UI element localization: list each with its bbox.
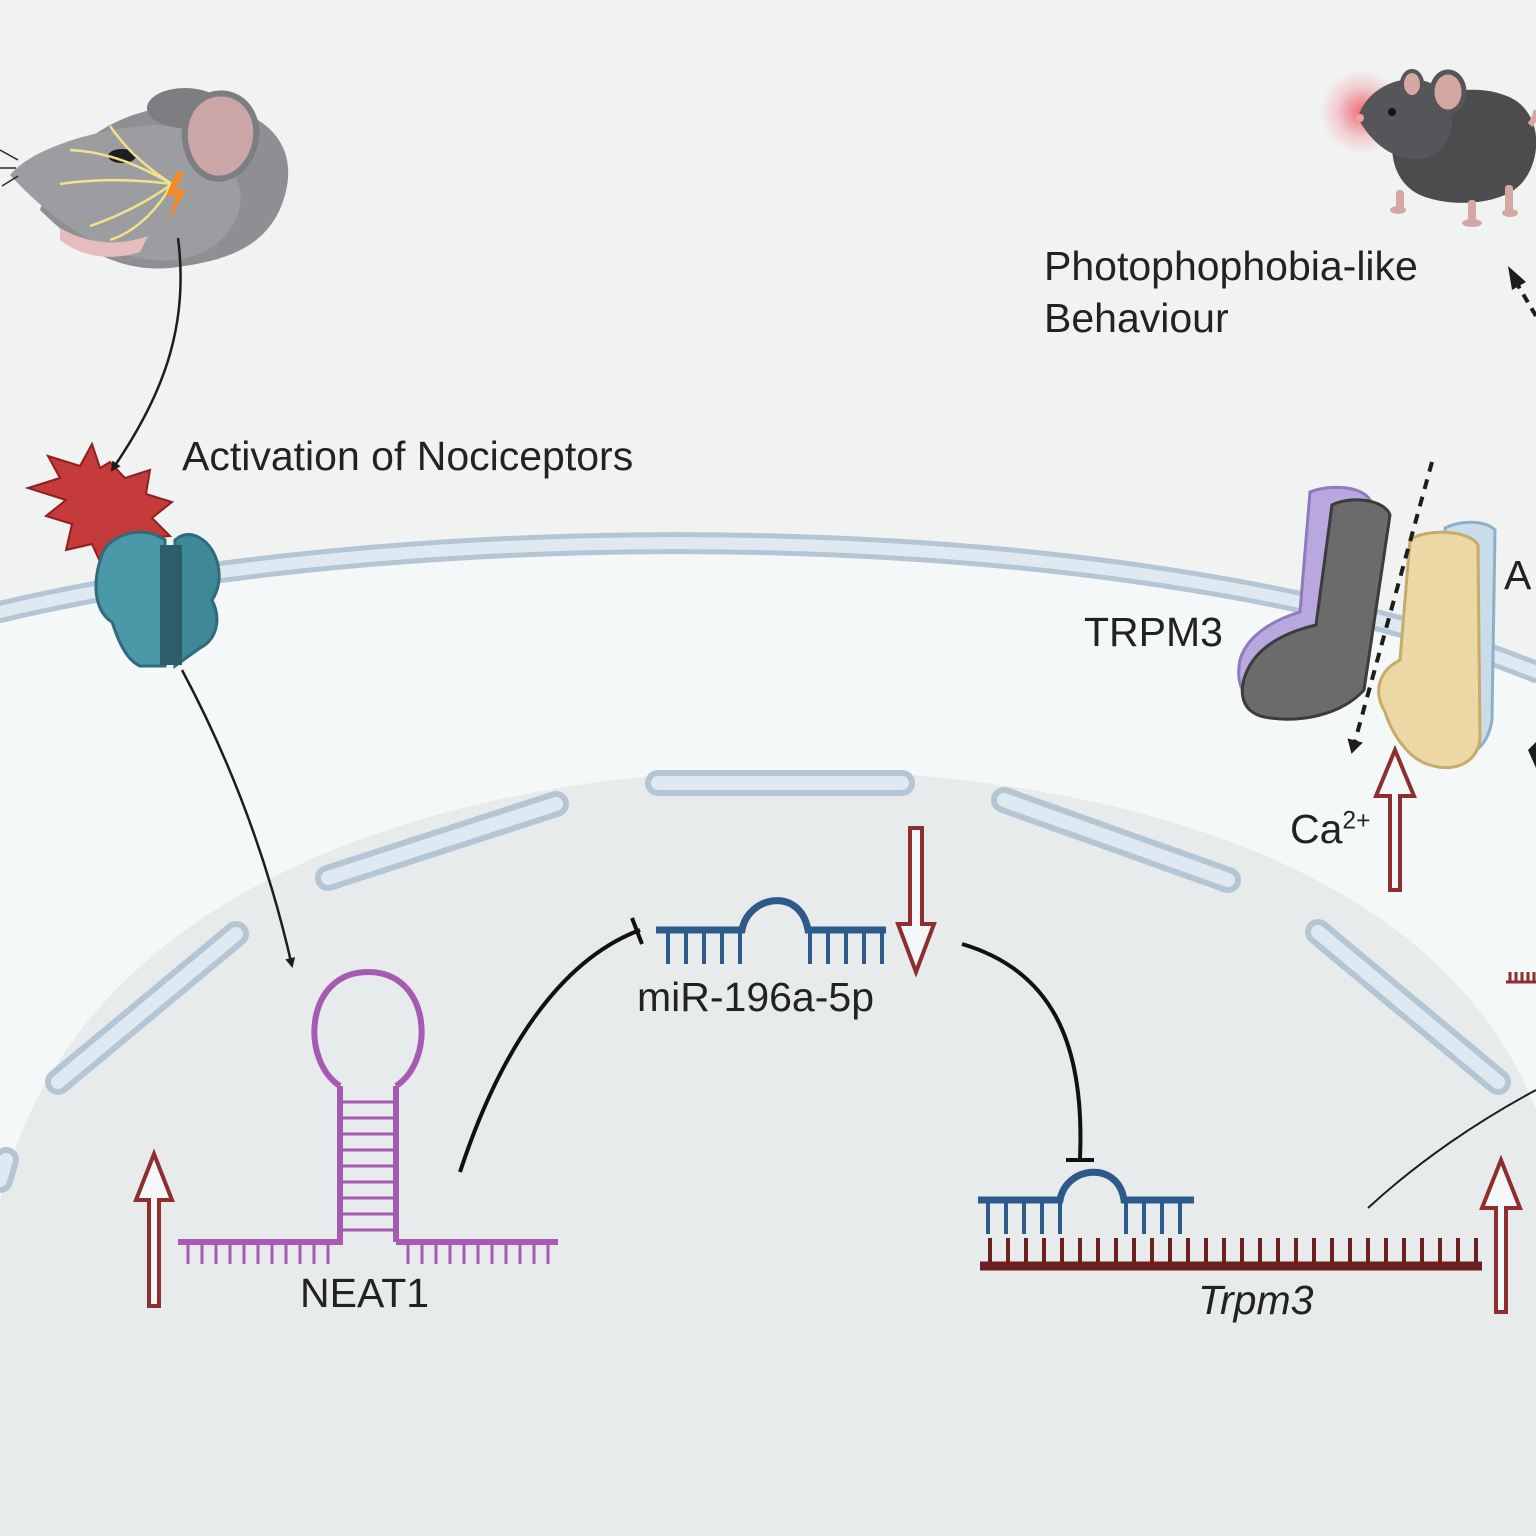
channel-to-nucleus-arrow (180, 669, 296, 968)
calcium-symbol: Ca (1290, 806, 1343, 852)
trpm3-mrna-label: Trpm3 (1198, 1277, 1314, 1323)
calcium-label: Ca2+ (1290, 805, 1370, 854)
mirna-label: miR-196a-5p (637, 974, 874, 1020)
trpm3-mrna-icon (978, 1168, 1482, 1271)
mouse-photophobia-icon (1320, 69, 1536, 227)
neat1-up-arrow (133, 1148, 175, 1308)
mouse-head-pain-icon (0, 88, 289, 269)
calcium-flux-arrow (1347, 461, 1434, 754)
calcium-charge: 2+ (1342, 807, 1371, 835)
ion-channel-icon (94, 530, 221, 669)
head-to-nociceptor-arrow (110, 237, 182, 472)
trpa-channel-label: A (1504, 552, 1532, 598)
neat1-inhibition-bar (630, 917, 644, 945)
mirna-inhibition-arc (961, 942, 1083, 1159)
trpm3-to-channel-line (1367, 1089, 1536, 1209)
nuclear-envelope (0, 770, 1511, 1193)
behaviour-label-line1: Photophophobia-like (1044, 243, 1418, 289)
mirna-icon (656, 897, 886, 964)
behaviour-label-line2: Behaviour (1044, 295, 1229, 341)
calcium-up-arrow (1373, 744, 1417, 892)
behaviour-dashed-arrow (1508, 266, 1536, 768)
trpa-channel-icon (1377, 520, 1497, 770)
trpm3-channel-icon (1237, 485, 1392, 721)
nucleus (0, 770, 1536, 1536)
trpm3-channel-label: TRPM3 (1084, 609, 1223, 655)
neat1-lncrna-icon (178, 968, 558, 1264)
nociceptor-activation-label: Activation of Nociceptors (182, 433, 634, 479)
mirna-down-arrow (895, 826, 937, 978)
neat1-label: NEAT1 (300, 1270, 430, 1316)
neat1-inhibition-arc (458, 928, 641, 1173)
mrna-fragment-icon (1506, 972, 1536, 984)
trpm3-up-arrow (1479, 1154, 1523, 1314)
